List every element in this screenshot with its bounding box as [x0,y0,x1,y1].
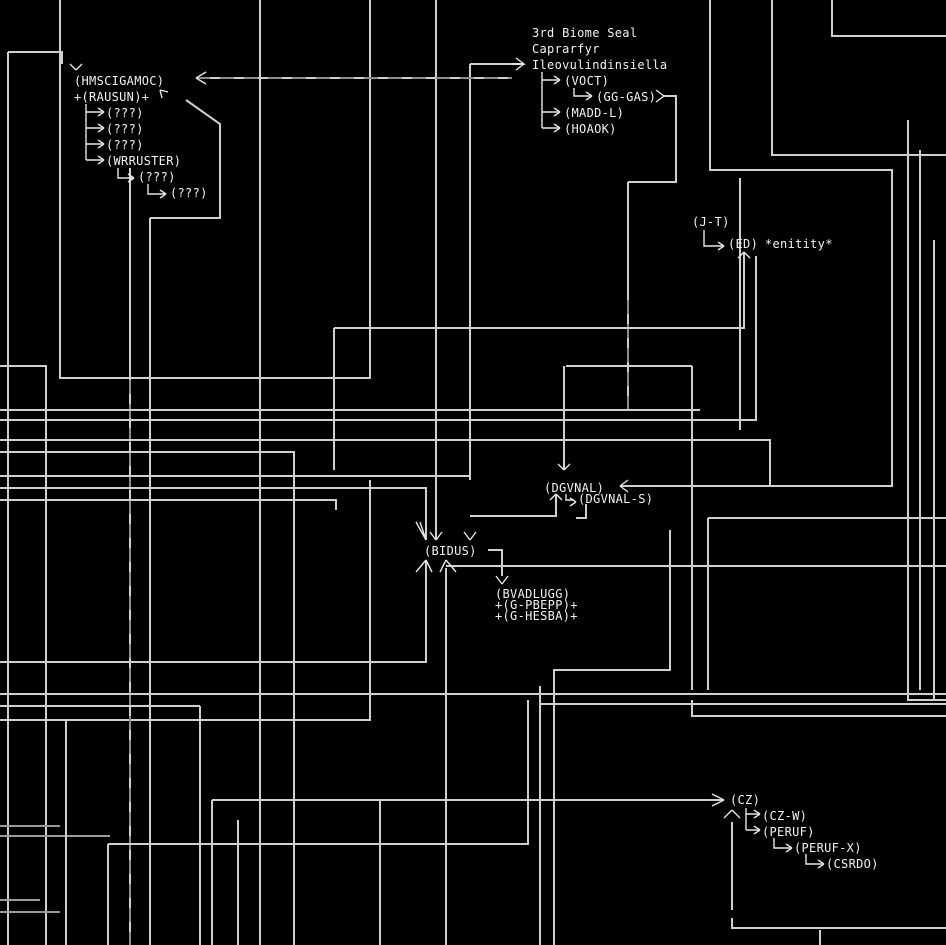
node-gg-gas[interactable]: (GG-GAS) [596,90,656,104]
node-hoaok[interactable]: (HOAOK) [564,122,617,136]
node-bvadlugg[interactable]: (BVADLUGG) [495,587,570,601]
node-unknown-1[interactable]: (???) [106,106,144,120]
node-cz-w[interactable]: (CZ-W) [762,809,807,823]
arrowheads [69,57,825,869]
tree-elbows [85,72,824,865]
node-hmscigamoc[interactable]: (HMSCIGAMOC) [74,74,164,88]
node-madd-l[interactable]: (MADD-L) [564,106,624,120]
node-g-pbepp[interactable]: +(G-PBEPP)+ [495,598,578,612]
node-ed[interactable]: (ED) [728,237,758,251]
node-unknown-5[interactable]: (???) [170,186,208,200]
node-peruf[interactable]: (PERUF) [762,825,815,839]
node-unknown-3[interactable]: (???) [106,138,144,152]
node-wrruster[interactable]: (WRRUSTER) [106,154,181,168]
node-csrdo[interactable]: (CSRDO) [826,857,879,871]
node-dgvnal-s[interactable]: (DGVNAL-S) [578,492,653,506]
biome-title-line-2: Caprarfyr [532,42,600,56]
node-unknown-4[interactable]: (???) [138,170,176,184]
node-unknown-2[interactable]: (???) [106,122,144,136]
node-peruf-x[interactable]: (PERUF-X) [794,841,862,855]
node-rausun[interactable]: +(RAUSUN)+ [74,90,149,104]
node-voct[interactable]: (VOCT) [564,74,609,88]
node-bidus[interactable]: (BIDUS) [424,544,477,558]
biome-title-line-1: 3rd Biome Seal [532,26,637,40]
node-g-hesba[interactable]: +(G-HESBA)+ [495,609,578,623]
node-cz[interactable]: (CZ) [730,793,760,807]
biome-title-line-3: Ileovulindinsiella [532,58,667,72]
entity-annotation: *enitity* [765,237,833,251]
node-labels: (HMSCIGAMOC) +(RAUSUN)+ (???) (???) (???… [74,26,879,871]
node-j-t[interactable]: (J-T) [692,215,730,229]
node-dgvnal[interactable]: (DGVNAL) [544,481,604,495]
